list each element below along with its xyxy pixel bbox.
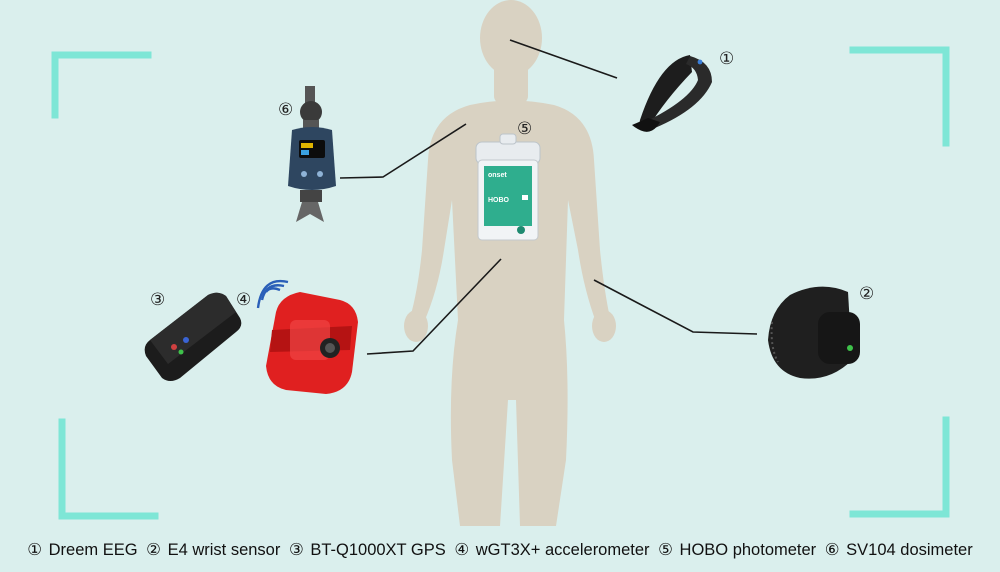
legend-item-gps: ③ BT-Q1000XT GPS [288,541,447,559]
marker-accelerometer: ④ [236,290,251,310]
connectors [339,39,758,355]
headband-icon [632,55,712,132]
logger-model: HOBO [488,197,510,204]
legend-label: E4 wrist sensor [167,541,281,559]
frame-corner-top-left [51,51,152,119]
legend-label: BT-Q1000XT GPS [310,541,446,559]
logger-icon: onset HOBO [475,133,541,241]
connector-eeg [509,39,618,79]
legend-item-logger: ⑤ HOBO photometer [657,541,817,559]
connector-wrist [593,279,758,335]
frame-corner-bottom-right [849,416,950,518]
logger-brand: onset [488,172,507,179]
marker-dosimeter: ⑥ [278,100,293,120]
legend-item-accelerometer: ④ wGT3X+ accelerometer [453,541,650,559]
legend-item-eeg: ① Dreem EEG [26,541,138,559]
frame-corner-bottom-left [58,418,159,520]
legend-marker: ① [27,541,43,559]
legend-marker: ③ [288,541,304,559]
gps-icon [144,292,242,381]
device-legend: ① Dreem EEG ② E4 wrist sensor ③ BT-Q1000… [0,540,1000,560]
legend-marker: ④ [454,541,470,559]
marker-logger: ⑤ [517,119,532,139]
wristband-icon [768,286,860,379]
dosimeter-icon [288,86,336,222]
legend-marker: ⑤ [658,541,673,559]
connector-accelerometer [366,258,502,355]
human-silhouette [404,0,616,526]
legend-marker: ② [146,541,161,559]
accelerometer-icon [256,279,358,394]
legend-label: HOBO photometer [679,541,817,559]
connector-dosimeter [339,123,467,179]
legend-marker: ⑥ [824,541,840,559]
frame-corners [51,46,950,520]
legend-label: Dreem EEG [48,541,138,559]
frame-corner-top-right [849,46,950,147]
legend-label: SV104 dosimeter [846,541,973,559]
legend-item-dosimeter: ⑥ SV104 dosimeter [824,541,974,559]
marker-wrist: ② [859,284,874,304]
marker-eeg: ① [719,49,734,69]
marker-gps: ③ [150,290,165,310]
legend-item-wrist: ② E4 wrist sensor [145,541,281,559]
legend-label: wGT3X+ accelerometer [475,541,650,559]
